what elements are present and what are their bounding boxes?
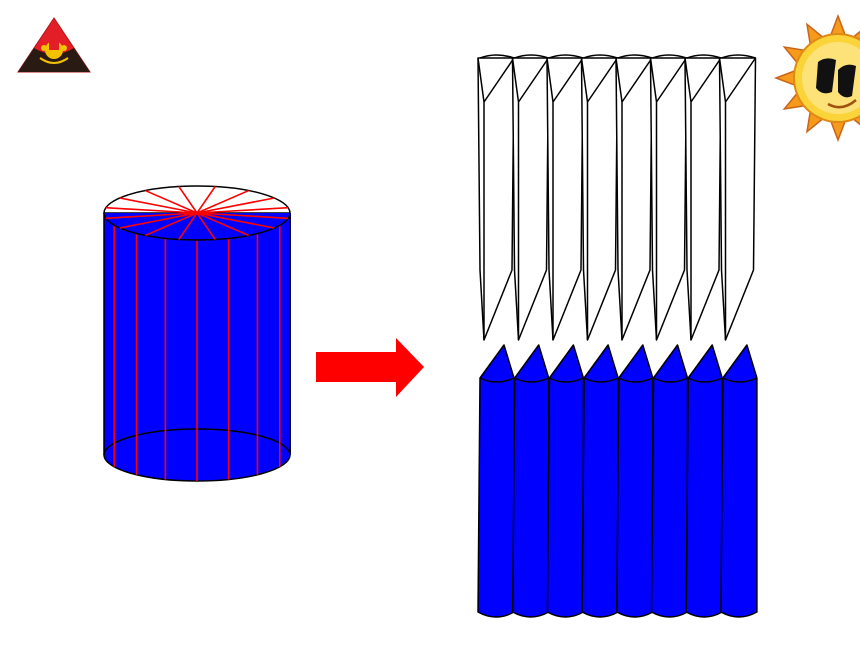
sector-line: [178, 212, 198, 240]
white-slice-curve: [652, 54, 687, 59]
blue-slice: [511, 344, 550, 618]
emblem-logo-icon: [17, 17, 91, 73]
white-slice: [615, 54, 653, 341]
blue-slice-row: [477, 344, 758, 618]
white-slice-edge: [546, 57, 584, 340]
sector-line: [196, 212, 289, 220]
blue-slice-curve: [687, 377, 723, 383]
blue-slice-curve: [479, 377, 515, 383]
white-slice-edge: [580, 57, 619, 340]
sector-line: [196, 212, 249, 237]
white-slice-curve: [479, 54, 515, 59]
blue-slice: [685, 344, 723, 618]
blue-slice-curve: [583, 377, 619, 383]
sector-line: [119, 197, 198, 214]
white-slice-body: [718, 57, 757, 341]
white-slice: [580, 54, 619, 341]
sun-with-sunglasses-icon: [773, 13, 860, 143]
white-slice: [684, 54, 722, 341]
sector-line: [196, 212, 275, 229]
sector-line: [196, 186, 216, 214]
cylinder-top-sector-lines: [105, 186, 289, 240]
white-slice-body: [477, 57, 515, 341]
blue-slice-body: [685, 344, 723, 618]
white-slice-edge: [649, 57, 688, 340]
blue-slice: [581, 344, 619, 618]
white-slice-curve: [617, 54, 653, 59]
cylinder-cut-lines: [113, 225, 281, 481]
white-slice-body: [580, 57, 619, 341]
white-slice: [511, 54, 550, 341]
blue-slice-body: [616, 344, 654, 618]
white-slice-edge: [684, 57, 722, 340]
white-slice-body: [546, 57, 584, 341]
white-slice-body: [511, 57, 550, 341]
blue-slice: [720, 344, 758, 618]
white-slice-body: [649, 57, 688, 341]
blue-slice-curve: [618, 377, 654, 383]
blue-slice-curve: [549, 377, 584, 383]
sector-line: [145, 189, 198, 214]
white-slice-curve: [514, 54, 549, 59]
blue-slice-curve: [722, 377, 758, 383]
blue-slice: [477, 344, 515, 618]
blue-slice-body: [477, 344, 515, 618]
white-slice-edge: [511, 57, 550, 340]
sector-line: [196, 197, 275, 214]
sector-line: [105, 206, 198, 214]
blue-slice-curve: [514, 377, 550, 383]
white-slice-body: [684, 57, 722, 341]
white-slice-body: [615, 57, 653, 341]
blue-slice-curve: [653, 377, 688, 383]
blue-slice: [616, 344, 654, 618]
sector-line: [178, 186, 198, 214]
sector-line: [196, 212, 216, 240]
white-slice: [718, 54, 757, 341]
white-slice: [477, 54, 515, 341]
blue-slice: [650, 344, 689, 618]
sector-line: [105, 212, 198, 220]
white-slice-curve: [583, 54, 618, 59]
sector-line: [196, 189, 249, 214]
white-slice-curve: [548, 54, 584, 59]
sector-line: [119, 212, 198, 229]
blue-slice-body: [720, 344, 758, 618]
blue-slice-body: [511, 344, 550, 618]
white-slice: [649, 54, 688, 341]
white-slice-curve: [686, 54, 722, 59]
sector-line: [196, 206, 289, 214]
blue-slice: [546, 344, 585, 618]
blue-slice-body: [546, 344, 585, 618]
white-slice-edge: [477, 57, 515, 340]
blue-cylinder: [103, 185, 291, 482]
blue-slice-body: [650, 344, 689, 618]
white-slice-row: [477, 54, 757, 341]
right-arrow-icon: [316, 338, 424, 397]
sector-line: [145, 212, 198, 237]
white-slice-curve: [721, 54, 756, 59]
white-slice: [546, 54, 584, 341]
blue-slice-body: [581, 344, 619, 618]
white-slice-edge: [615, 57, 653, 340]
white-slice-edge: [718, 57, 757, 340]
